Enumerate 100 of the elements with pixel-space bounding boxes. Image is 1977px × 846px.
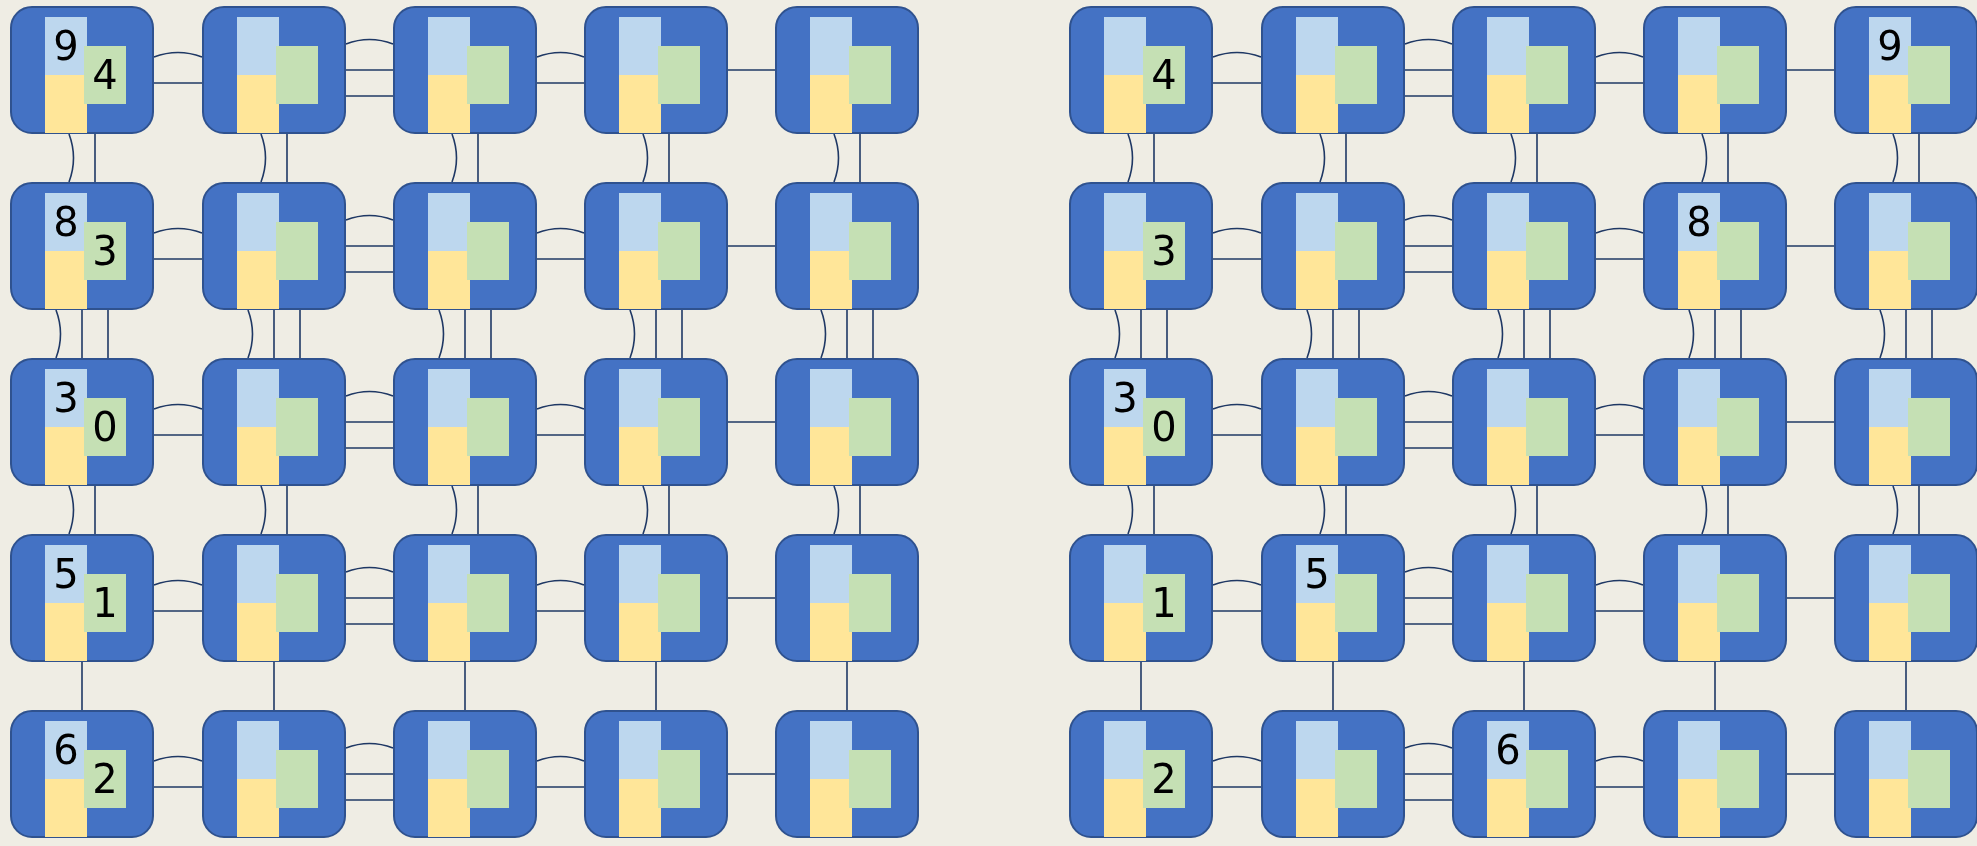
link-line <box>642 133 649 183</box>
tile <box>1069 710 1213 838</box>
link-line <box>727 69 776 71</box>
tile <box>1452 182 1596 310</box>
link-line <box>1523 309 1525 359</box>
tile <box>584 534 728 662</box>
link-line <box>642 485 649 535</box>
link-line <box>451 485 458 535</box>
link-line <box>1595 786 1644 788</box>
number-label: 4 <box>1151 55 1177 95</box>
link-line <box>1345 133 1347 183</box>
link-line <box>1212 755 1262 762</box>
link-line <box>345 390 394 397</box>
link-line <box>1892 133 1899 183</box>
tile <box>10 6 154 134</box>
link-line <box>833 485 840 535</box>
link-line <box>1404 623 1453 625</box>
link-line <box>727 773 776 775</box>
tile <box>202 534 346 662</box>
link-line <box>1786 245 1835 247</box>
link-line <box>727 245 776 247</box>
tile <box>775 6 919 134</box>
link-line <box>273 309 275 359</box>
link-line <box>1140 309 1142 359</box>
tile <box>1643 182 1787 310</box>
link-line <box>846 309 848 359</box>
link-line <box>1727 485 1729 535</box>
link-line <box>1892 485 1899 535</box>
tile <box>202 710 346 838</box>
link-line <box>477 133 479 183</box>
link-line <box>1510 485 1517 535</box>
tile <box>775 534 919 662</box>
link-line <box>1404 245 1453 247</box>
number-label: 2 <box>1151 759 1177 799</box>
link-line <box>1595 51 1644 58</box>
link-line <box>345 421 394 423</box>
tile <box>10 534 154 662</box>
link-line <box>1714 309 1716 359</box>
link-line <box>1404 69 1453 71</box>
link-line <box>345 38 394 45</box>
link-line <box>1212 610 1262 612</box>
link-line <box>1404 447 1453 449</box>
link-line <box>833 133 840 183</box>
tile <box>1643 710 1787 838</box>
link-line <box>1523 661 1525 711</box>
link-line <box>345 773 394 775</box>
link-line <box>345 271 394 273</box>
link-line <box>153 786 203 788</box>
link-line <box>1536 133 1538 183</box>
tile <box>1069 358 1213 486</box>
link-line <box>1918 133 1920 183</box>
link-line <box>1212 434 1262 436</box>
link-line <box>153 610 203 612</box>
number-label: 5 <box>53 554 79 594</box>
link-line <box>536 579 585 586</box>
link-line <box>1332 309 1334 359</box>
link-line <box>81 309 83 359</box>
link-line <box>1918 485 1920 535</box>
link-line <box>1404 566 1453 573</box>
link-line <box>1114 309 1121 359</box>
tile <box>1834 6 1977 134</box>
number-label: 6 <box>1495 730 1521 770</box>
link-line <box>1727 133 1729 183</box>
link-line <box>1905 661 1907 711</box>
link-line <box>68 133 75 183</box>
number-label: 9 <box>1877 26 1903 66</box>
tile <box>775 710 919 838</box>
link-line <box>1404 773 1453 775</box>
link-line <box>1701 485 1708 535</box>
tile <box>1643 358 1787 486</box>
tile <box>584 182 728 310</box>
tile <box>584 6 728 134</box>
link-line <box>655 661 657 711</box>
tile <box>1261 358 1405 486</box>
link-line <box>536 51 585 58</box>
link-line <box>81 661 83 711</box>
link-line <box>286 485 288 535</box>
tile <box>1834 710 1977 838</box>
link-line <box>820 309 827 359</box>
tile <box>202 6 346 134</box>
tile <box>1452 358 1596 486</box>
link-line <box>1549 309 1551 359</box>
link-line <box>1404 38 1453 45</box>
link-line <box>299 309 301 359</box>
link-line <box>1319 485 1326 535</box>
link-line <box>1536 485 1538 535</box>
link-line <box>1688 309 1695 359</box>
link-line <box>1786 773 1835 775</box>
link-line <box>1404 597 1453 599</box>
link-line <box>345 742 394 749</box>
tile <box>1069 6 1213 134</box>
link-line <box>451 133 458 183</box>
link-line <box>153 258 203 260</box>
link-line <box>536 610 585 612</box>
link-line <box>107 309 109 359</box>
link-line <box>1595 434 1644 436</box>
link-line <box>536 755 585 762</box>
number-label: 4 <box>92 55 118 95</box>
tile <box>393 534 537 662</box>
number-label: 3 <box>53 378 79 418</box>
